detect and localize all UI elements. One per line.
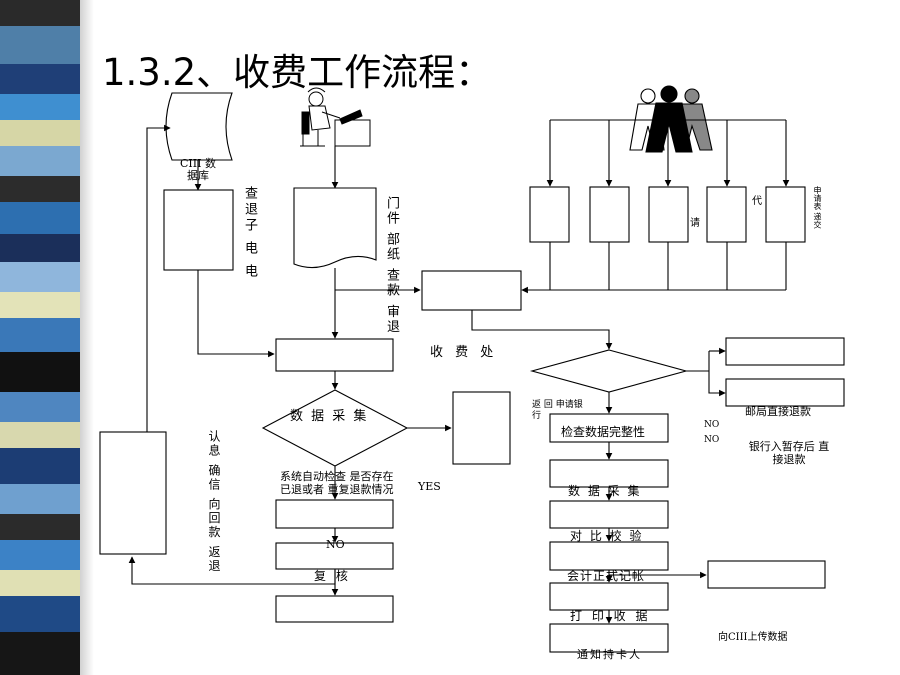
confirm-label: 认息 确信 向回款 返退 <box>207 430 221 574</box>
ciii-database-shape <box>165 92 233 161</box>
print-label: 打 印 收 据 <box>570 609 651 623</box>
upload-box <box>707 560 826 589</box>
system-check-label: 系统自动检查 是否存在已退或者 重复退款情况 <box>280 470 394 496</box>
no-label-2: NO <box>704 420 720 430</box>
system-check-diamond <box>261 389 409 467</box>
review-label: 复 核 <box>314 569 351 583</box>
no-label-1: NO <box>326 538 345 551</box>
check-complete-box <box>549 413 669 443</box>
ciii-db-box <box>163 189 234 271</box>
collect2-box <box>549 459 669 488</box>
loop-connector <box>146 124 171 432</box>
channel-box-5 <box>765 186 806 243</box>
yes-box <box>275 499 394 529</box>
check-sub-label: 查退子 电 电 <box>242 186 257 281</box>
data-collect-label: 数 据 采 集 <box>290 409 369 424</box>
post-box <box>725 337 845 366</box>
document-shape <box>293 187 377 269</box>
people-group-icon <box>629 85 713 153</box>
channel-box-2 <box>589 186 630 243</box>
compare-box <box>549 500 669 529</box>
fee-office-box <box>421 270 522 311</box>
review-box <box>275 542 394 570</box>
collect2-label: 数 据 采 集 <box>568 484 642 498</box>
decorative-stripe-bar <box>0 0 94 675</box>
bank-refund-label: 银行入暂存后 直接退款 <box>748 440 830 466</box>
reject-box <box>452 391 511 465</box>
accounting-label: 会计正式记帐 <box>567 569 646 583</box>
dept-receive-label: 门件 部纸 查款 审退 <box>384 196 399 335</box>
no-label-3: NO <box>704 435 720 445</box>
notify-box <box>549 623 669 653</box>
page-title: 1.3.2、收费工作流程： <box>102 51 493 94</box>
apply-label: 请 <box>690 218 700 229</box>
check-complete-label: 检查数据完整性 <box>561 425 646 439</box>
fee-office-label: 收 费 处 <box>430 345 498 360</box>
data-collection-box <box>275 338 394 372</box>
left-tall-box <box>99 431 167 555</box>
compare-label: 对 比 校 验 <box>570 529 644 543</box>
accounting-box <box>549 541 669 571</box>
channel-box-1 <box>529 186 570 243</box>
right-diamond <box>529 349 689 393</box>
yes-label: YES <box>418 480 441 493</box>
bottom-box <box>275 595 394 623</box>
post-refund-label: 邮局直接退款 <box>745 405 811 418</box>
return-bank-label: 返 回 申请银行 <box>532 400 583 421</box>
channel-box-3 <box>648 186 689 243</box>
person-computer-icon <box>300 87 371 147</box>
notify-label: 通知持卡人 <box>577 648 642 660</box>
top-right-label: 申请表 递交 <box>813 186 822 229</box>
channel-box-4 <box>706 186 747 243</box>
print-box <box>549 582 669 611</box>
ciii-db-label: CIII 数据库 <box>180 157 216 182</box>
upload-label: 向CIII上传数据 <box>718 632 788 643</box>
agent-label: 代 <box>752 196 762 207</box>
bank-box <box>725 378 845 407</box>
